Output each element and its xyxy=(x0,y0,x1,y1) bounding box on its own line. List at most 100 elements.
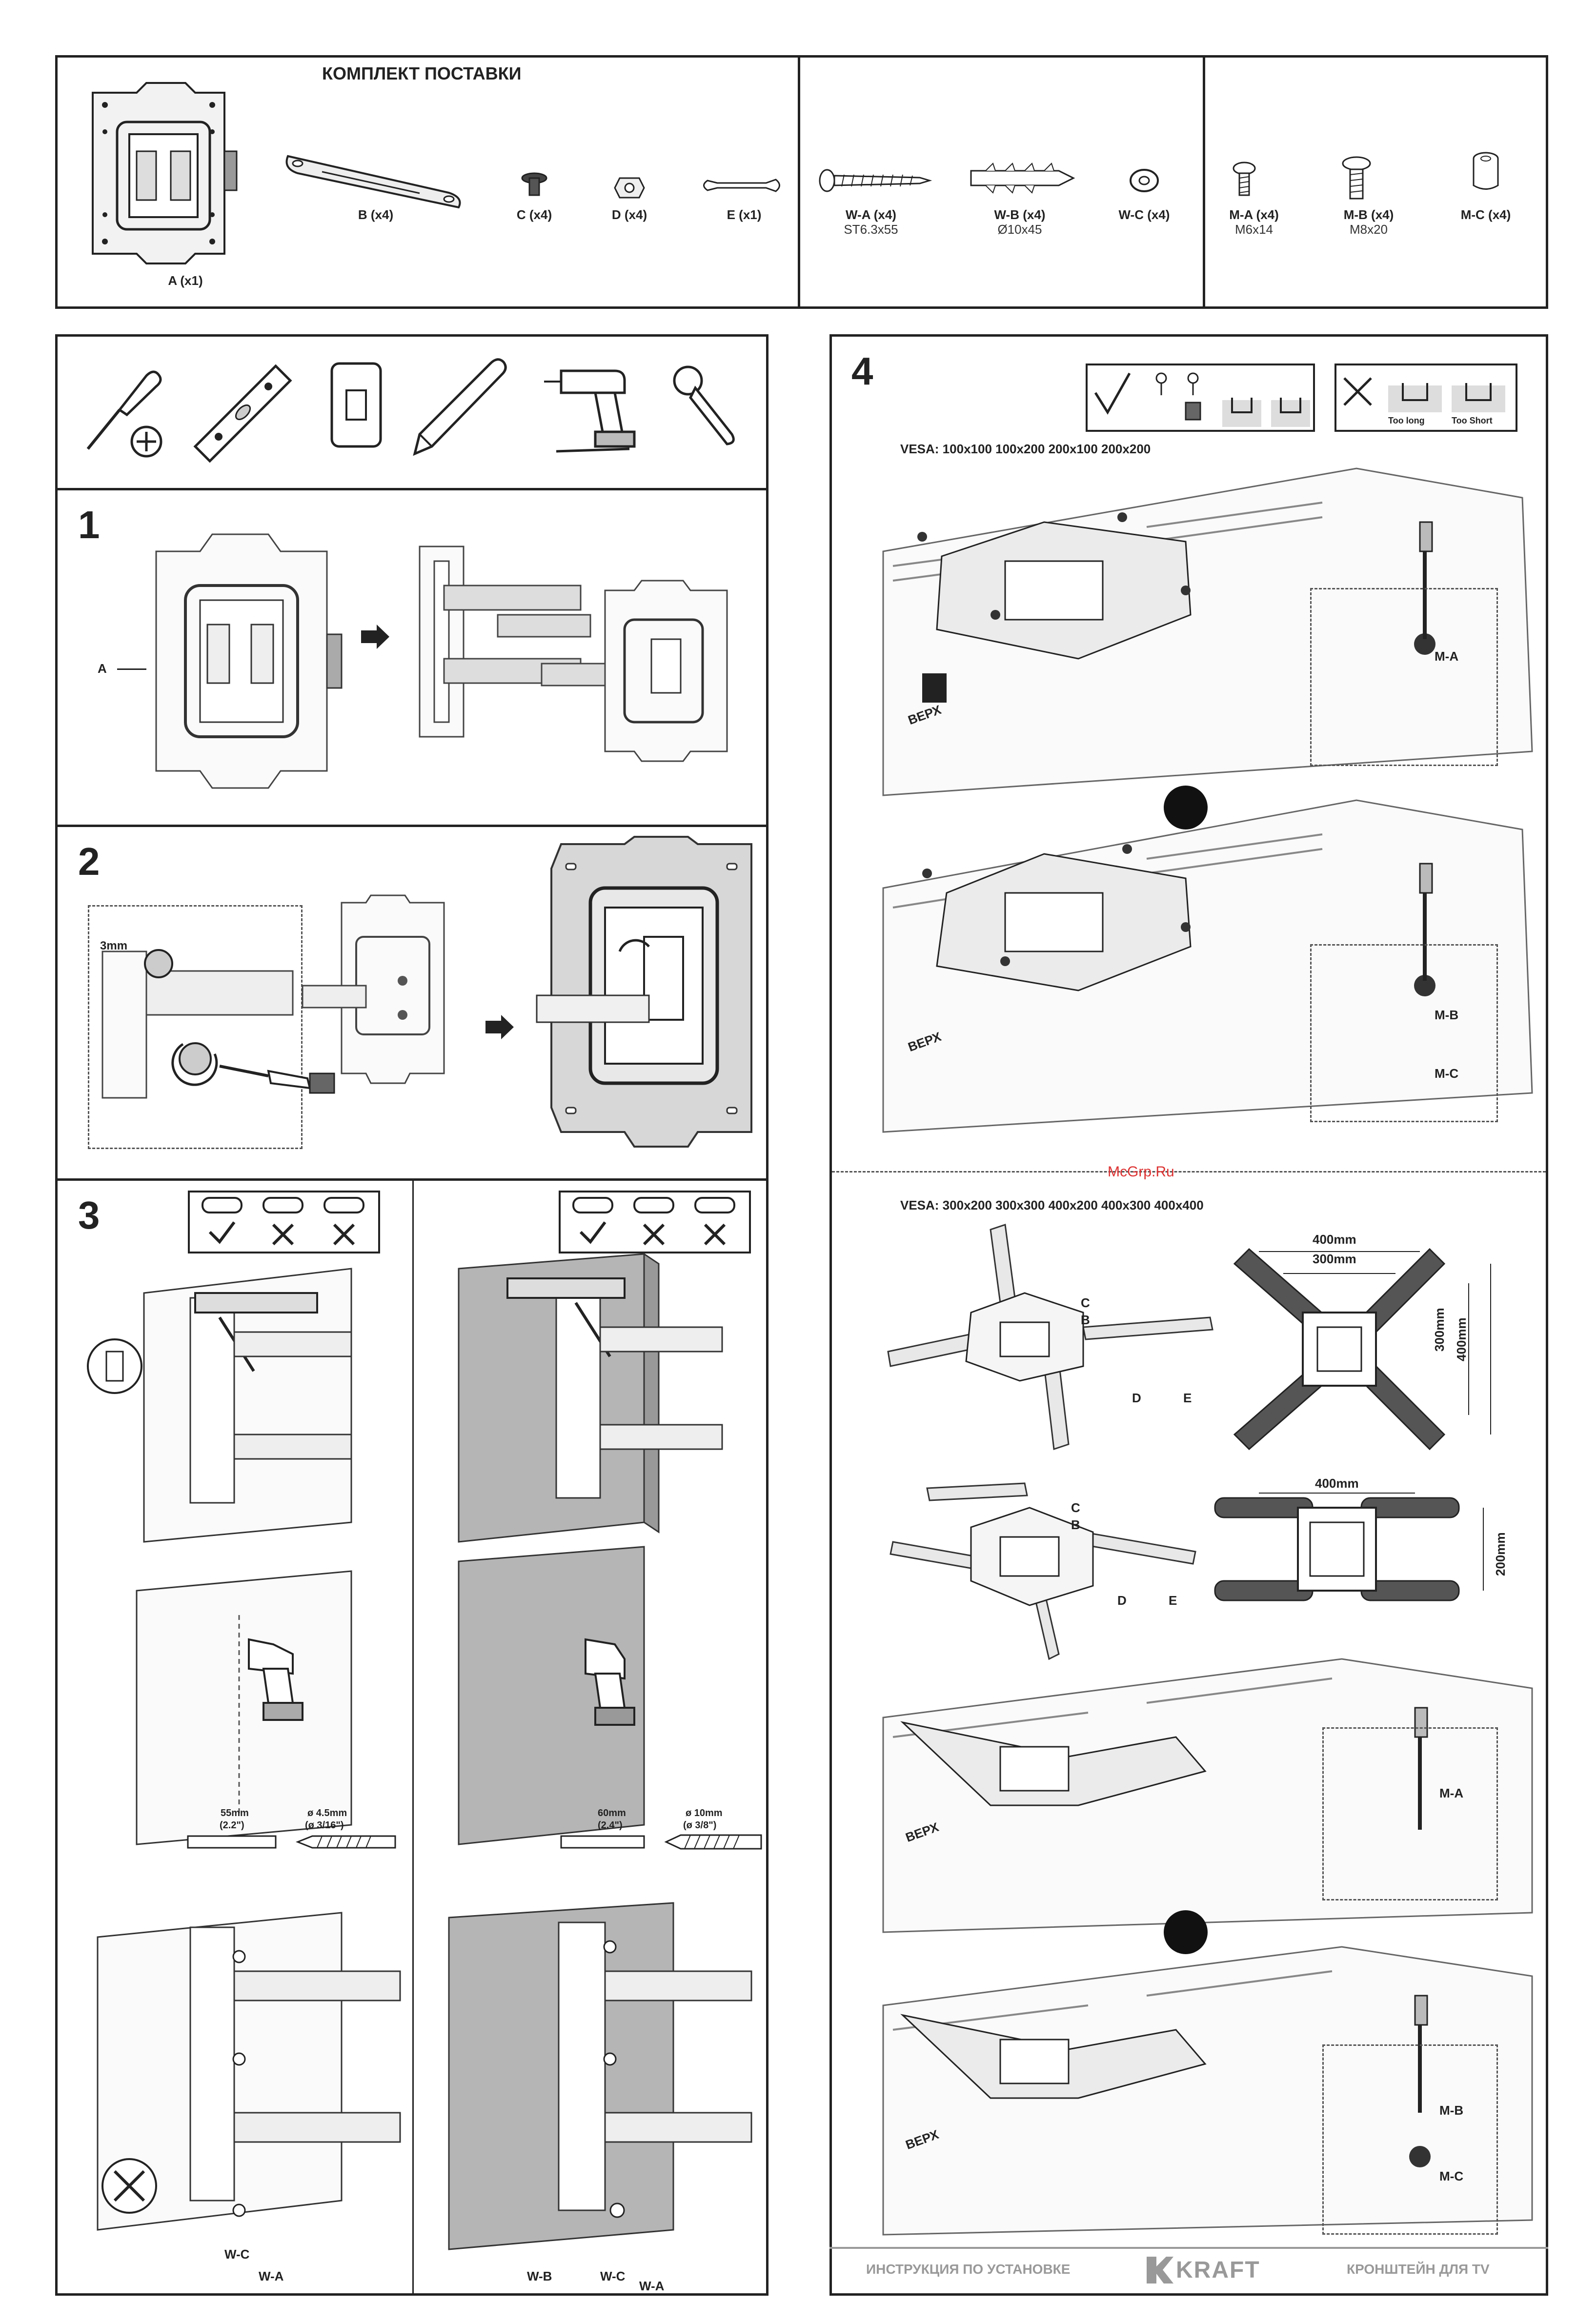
step4-dim-400b: 400mm xyxy=(1315,1476,1359,1491)
step4-or-dot-2 xyxy=(1164,1910,1208,1954)
step3-left-level-check-box xyxy=(188,1191,380,1253)
monitor-spacer-mc-icon xyxy=(1473,152,1499,190)
step3-left-wa-label: W-A xyxy=(259,2269,284,2284)
step4-c-label-2: C xyxy=(1071,1500,1080,1515)
wall-washer-wc-icon xyxy=(1130,169,1159,192)
step4-detail-box-3 xyxy=(1322,1727,1498,1900)
step3-right-drill-bit-icon xyxy=(560,1834,762,1850)
part-a-plate-illustration xyxy=(92,82,238,264)
socket-wrench-icon xyxy=(673,365,735,445)
step4-mc-label-1: M-C xyxy=(1435,1066,1459,1081)
step3-left-mounted-illustration xyxy=(97,1912,401,2231)
kit-item-d-label: D (x4) xyxy=(611,207,647,222)
monitor-screw-ma-icon xyxy=(1233,162,1256,196)
kit-divider-1 xyxy=(798,55,800,309)
step3-right-wa-label: W-A xyxy=(639,2279,665,2293)
monitor-item-mb-label: M-B (x4) xyxy=(1343,207,1394,222)
step4-tv-small-vesa-mb-illustration xyxy=(882,799,1533,1133)
step3-right-level-bracket-illustration xyxy=(458,1253,723,1543)
step4-tv-small-vesa-ma-illustration xyxy=(882,467,1533,796)
step3-right-mounted-illustration xyxy=(448,1902,752,2250)
step4-detail-box-4 xyxy=(1322,2044,1498,2235)
footer-left-text: ИНСТРУКЦИЯ ПО УСТАНОВКЕ xyxy=(866,2262,1071,2277)
wall-item-wb-spec: Ø10x45 xyxy=(997,222,1042,237)
drill-icon xyxy=(544,369,636,453)
step4-vesa-small: VESA: 100x100 100x200 200x100 200x200 xyxy=(900,442,1151,456)
step4-mc-label-2: M-C xyxy=(1439,2169,1464,2183)
step1-arrow-icon xyxy=(361,625,389,649)
wall-item-wc-label: W-C (x4) xyxy=(1118,207,1170,222)
step4-section-divider xyxy=(832,1171,1546,1172)
step1-leader-line xyxy=(117,668,146,670)
watermark: McGrp.Ru xyxy=(1108,1164,1174,1180)
step4-too-short: Too Short xyxy=(1452,416,1493,425)
step2-detail-box xyxy=(88,905,303,1149)
wall-stud-finder-icon xyxy=(330,362,382,448)
step4-dim-400v: 400mm xyxy=(1454,1317,1469,1361)
step4-d-label-2: D xyxy=(1117,1593,1127,1608)
step4-large-vesa-assembly-2 xyxy=(890,1482,1196,1660)
divider-step3-columns xyxy=(412,1181,414,2296)
step4-tv-large-vesa-mb-illustration xyxy=(882,1946,1533,2236)
step4-correct-screw-box xyxy=(1086,364,1315,432)
kit-item-a-label: A (x1) xyxy=(168,273,203,288)
step4-e-label-2: E xyxy=(1169,1593,1177,1608)
wall-anchor-wb-icon xyxy=(970,162,1075,194)
kit-contents-box xyxy=(55,55,1548,309)
wall-item-wa-label: W-A (x4) xyxy=(846,207,896,222)
divider-step1-step2 xyxy=(55,825,768,827)
monitor-item-mb-spec: M8x20 xyxy=(1349,222,1388,237)
divider-step2-step3 xyxy=(55,1178,768,1181)
step3-right-level-check-box xyxy=(559,1191,751,1253)
step3-left-drill-bit-icon xyxy=(187,1835,396,1849)
step2-plate-large-illustration xyxy=(536,836,752,1148)
step2-hex-size: 3mm xyxy=(100,939,128,952)
step4-b-label-1: B xyxy=(1081,1313,1090,1327)
step3-right-drill-in: (ø 3/8") xyxy=(683,1820,717,1831)
step4-wrong-screw-box xyxy=(1334,364,1517,432)
step3-right-drill-illustration xyxy=(458,1546,645,1845)
step4-mb-label-1: M-B xyxy=(1435,1008,1459,1022)
step1-plate-illustration xyxy=(155,533,343,789)
divider-tools-step1 xyxy=(55,488,768,490)
step4-detail-box-1 xyxy=(1310,588,1498,766)
step3-right-wc-label: W-C xyxy=(600,2269,626,2284)
level-icon xyxy=(193,364,292,463)
step-3-number: 3 xyxy=(78,1193,100,1237)
step4-dim-300v: 300mm xyxy=(1432,1308,1447,1352)
step3-left-spacing: 55mm xyxy=(221,1808,249,1819)
step4-dim-300: 300mm xyxy=(1313,1252,1356,1266)
part-b-strap-illustration xyxy=(285,155,461,209)
step2-detail-illustration xyxy=(101,949,335,1099)
step4-detail-box-2 xyxy=(1310,944,1498,1122)
step4-mb-label-2: M-B xyxy=(1439,2103,1464,2118)
kit-item-e-label: E (x1) xyxy=(727,207,762,222)
step4-b-label-2: B xyxy=(1071,1517,1080,1532)
step4-ma-label-1: M-A xyxy=(1435,649,1459,664)
step3-left-drill-illustration xyxy=(136,1570,352,1845)
step2-plate-side-illustration xyxy=(302,894,445,1084)
step3-left-drill: ø 4.5mm xyxy=(307,1808,347,1819)
monitor-item-ma-label: M-A (x4) xyxy=(1229,207,1279,222)
step-2-number: 2 xyxy=(78,840,100,883)
kit-item-c-label: C (x4) xyxy=(516,207,552,222)
footer-right-text: КРОНШТЕЙН ДЛЯ TV xyxy=(1347,2262,1490,2277)
step3-left-drill-in: (ø 3/16") xyxy=(305,1820,344,1831)
step4-dim-400: 400mm xyxy=(1313,1232,1356,1247)
step4-or-dot-1 xyxy=(1164,786,1208,829)
footer-divider xyxy=(829,2247,1548,2249)
kraft-logo-mark-icon xyxy=(1147,2257,1173,2284)
step4-dimension-x-diagram xyxy=(1233,1248,1491,1451)
step1-extended-arm-illustration xyxy=(419,546,728,762)
step4-ma-label-2: M-A xyxy=(1439,1786,1464,1800)
wall-item-wb-label: W-B (x4) xyxy=(994,207,1046,222)
step4-d-label-1: D xyxy=(1132,1391,1141,1405)
part-d-nut-icon xyxy=(614,177,645,199)
step-4-number: 4 xyxy=(851,349,873,393)
kit-divider-2 xyxy=(1203,55,1205,309)
kraft-brand-text: KRAFT xyxy=(1176,2257,1260,2283)
step3-left-level-bracket-illustration xyxy=(87,1268,352,1543)
step4-dim-200v: 200mm xyxy=(1493,1532,1508,1576)
step3-left-spacing-in: (2.2") xyxy=(220,1820,244,1831)
step3-right-wb-label: W-B xyxy=(527,2269,552,2284)
